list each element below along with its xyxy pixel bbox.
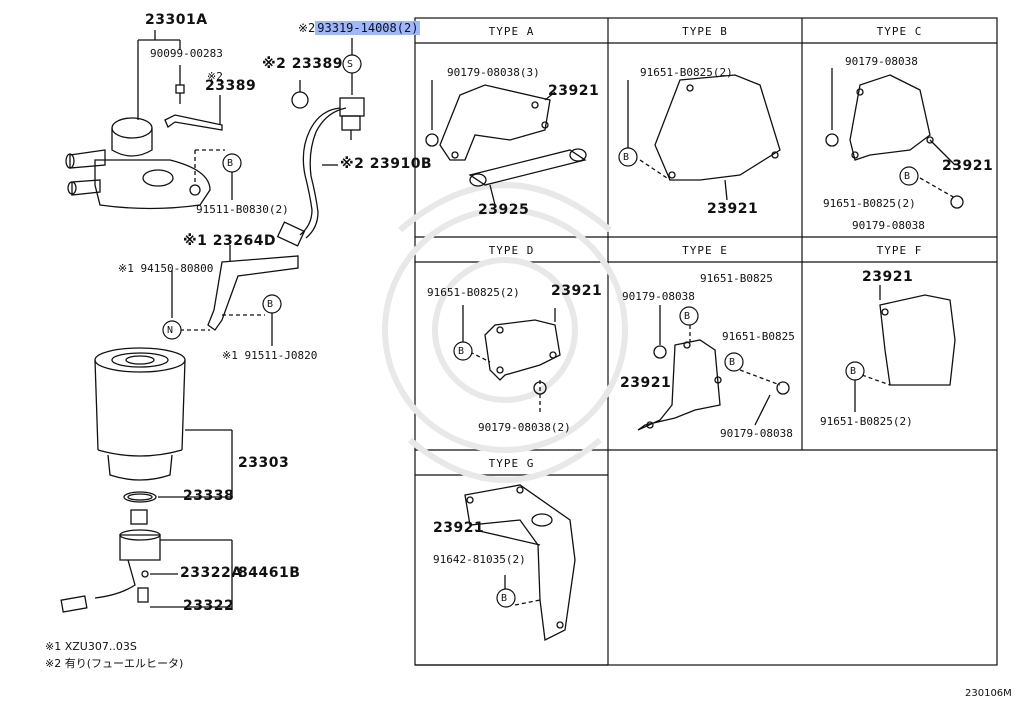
label-23338[interactable]: 23338 [183, 488, 235, 504]
type-d-label-90179[interactable]: 90179-08038(2) [478, 421, 571, 434]
type-b-label-23921[interactable]: 23921 [707, 201, 759, 217]
s-marker [342, 54, 362, 74]
type-f-label-91651[interactable]: 91651-B0825(2) [820, 415, 913, 428]
diagram-code: 230106M [965, 688, 1012, 699]
type-e-label-23921[interactable]: 23921 [620, 375, 672, 391]
label-23264d[interactable]: ※1 23264D [183, 233, 277, 249]
footnote-2: ※2 有り(フューエルヒータ) [45, 657, 184, 670]
label-23389-clamp[interactable]: ※2 23389 [262, 56, 343, 72]
type-c-b-marker-label: B [904, 171, 911, 182]
b-marker-type-e-1 [679, 306, 699, 326]
type-c-label-90179[interactable]: 90179-08038 [845, 55, 918, 68]
label-23303[interactable]: 23303 [238, 455, 290, 471]
s-marker-label: S [347, 59, 354, 70]
type-e-label-90179-b[interactable]: 90179-08038 [720, 427, 793, 440]
type-d-label-23921[interactable]: 23921 [551, 283, 603, 299]
type-d-header: TYPE D [488, 244, 535, 257]
type-g-header: TYPE G [488, 457, 535, 470]
type-b-header: TYPE B [682, 25, 728, 38]
b-marker-type-f [845, 361, 865, 381]
type-c-label-90179-b[interactable]: 90179-08038 [852, 219, 925, 232]
type-g-label-91642[interactable]: 91642-81035(2) [433, 553, 526, 566]
type-e-label-91651-b[interactable]: 91651-B0825 [722, 330, 795, 343]
type-e-header: TYPE E [682, 244, 728, 257]
type-d-b-marker-label: B [458, 346, 465, 357]
b-marker-type-b [618, 147, 638, 167]
footnote-1: ※1 XZU307..03S [45, 640, 137, 653]
type-e-label-91651-a[interactable]: 91651-B0825 [700, 272, 773, 285]
b-marker-bracket-label: B [267, 299, 274, 310]
type-f-label-23921[interactable]: 23921 [862, 269, 914, 285]
n-marker [162, 320, 182, 340]
label-94150-80800[interactable]: ※1 94150-80800 [118, 262, 214, 275]
type-f-b-marker-label: B [850, 366, 857, 377]
n-marker-label: N [167, 325, 174, 336]
b-marker-head-label: B [227, 158, 234, 169]
type-c-label-91651[interactable]: 91651-B0825(2) [823, 197, 916, 210]
type-g-b-marker-label: B [501, 593, 508, 604]
type-e-label-90179-a[interactable]: 90179-08038 [622, 290, 695, 303]
type-c-header: TYPE C [876, 25, 923, 38]
note-mark-93319: ※2 [298, 21, 316, 35]
b-marker-head [222, 153, 242, 173]
type-e-b-marker-2-label: B [729, 357, 736, 368]
type-e-b-marker-1-label: B [684, 311, 691, 322]
b-marker-bracket [262, 294, 282, 314]
b-marker-type-g [496, 588, 516, 608]
type-d-label-91651[interactable]: 91651-B0825(2) [427, 286, 520, 299]
label-23910b[interactable]: ※2 23910B [340, 156, 433, 172]
label-23389-head[interactable]: 23389 [205, 78, 257, 94]
label-84461b[interactable]: 84461B [238, 565, 301, 581]
label-23322a[interactable]: 23322A [180, 565, 243, 581]
type-b-b-marker-label: B [623, 152, 630, 163]
dash-separator: - [232, 566, 241, 582]
label-23301a[interactable]: 23301A [145, 12, 208, 28]
type-a-label-23925[interactable]: 23925 [478, 202, 530, 218]
b-marker-type-e-2 [724, 352, 744, 372]
type-f-header: TYPE F [876, 244, 923, 257]
type-c-label-23921[interactable]: 23921 [942, 158, 994, 174]
b-marker-type-c [899, 166, 919, 186]
type-a-label-23921[interactable]: 23921 [548, 83, 600, 99]
types-grid-frame [414, 17, 998, 666]
note-mark-23389: ※2 [207, 70, 223, 83]
label-91511-b0830[interactable]: 91511-B0830(2) [196, 203, 289, 216]
type-a-header: TYPE A [488, 25, 535, 38]
watermark-crest [382, 182, 628, 483]
label-23322[interactable]: 23322 [183, 598, 235, 614]
label-91511-j0820[interactable]: ※1 91511-J0820 [222, 349, 318, 362]
label-90099-00283[interactable]: 90099-00283 [150, 47, 223, 60]
highlighted-part-number[interactable]: 93319-14008(2) [315, 21, 421, 35]
type-a-label-90179[interactable]: 90179-08038(3) [447, 66, 540, 79]
type-g-label-23921[interactable]: 23921 [433, 520, 485, 536]
type-b-label-91651[interactable]: 91651-B0825(2) [640, 66, 733, 79]
b-marker-type-d [453, 341, 473, 361]
